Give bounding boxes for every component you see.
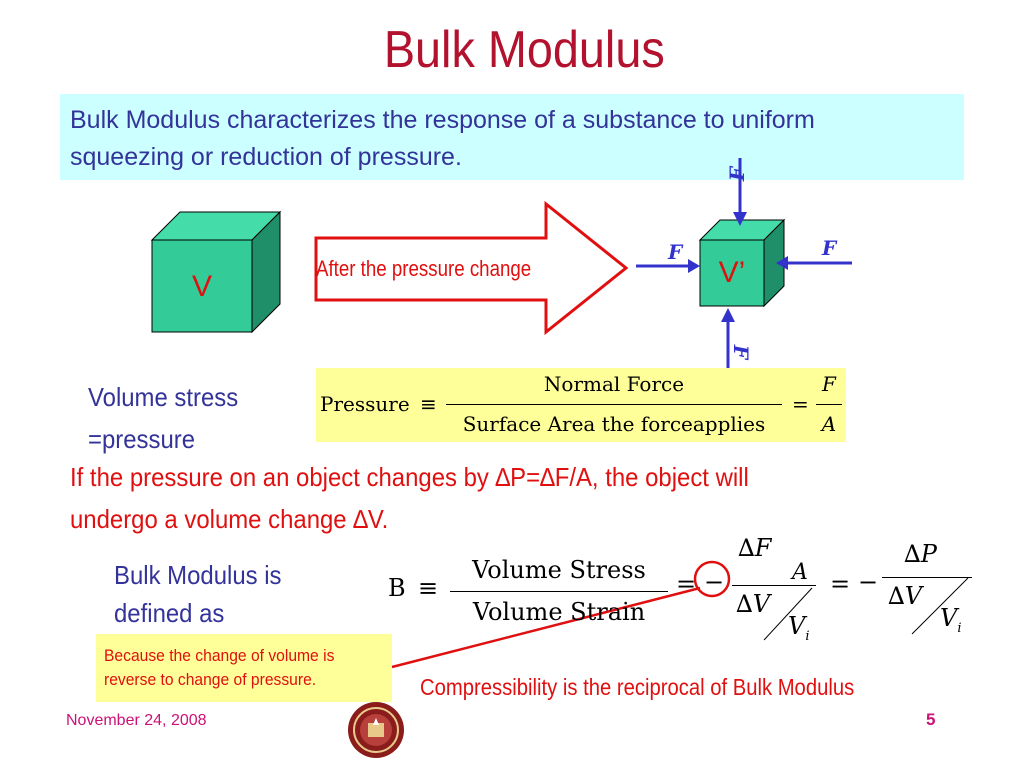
pressure-rhs-den: A (821, 412, 837, 436)
bulk-delta-v-2: ∆V (888, 582, 923, 610)
bulk-vi-2: Vi (940, 604, 962, 636)
intro-box (60, 94, 964, 180)
bulk-label-line2: defined as (114, 598, 225, 628)
pressure-change-line2: undergo a volume change ∆V. (70, 504, 389, 534)
bulk-delta-f: ∆F (738, 534, 772, 562)
pressure-rhs-num: F (822, 372, 836, 396)
force-label-right: F (822, 236, 837, 260)
note-box (96, 634, 392, 702)
volume-stress-label: Volume stress =pressure (88, 376, 238, 460)
intro-text: Bulk Modulus characterizes the response … (70, 106, 815, 171)
bulk-numerator: Volume Stress (472, 556, 646, 584)
bulk-minus-1: − (704, 568, 725, 596)
force-label-top: F (725, 166, 750, 182)
arrow-caption: After the pressure change (316, 256, 532, 281)
cube-before-label: V (191, 270, 212, 303)
pressure-equals: = (792, 392, 809, 416)
compressibility-text: Compressibility is the reciprocal of Bul… (420, 674, 855, 700)
bulk-label-line1: Bulk Modulus is (114, 560, 282, 590)
bulk-frac-bar-3 (882, 577, 972, 578)
bulk-equals-1: = (676, 570, 697, 598)
page-number: 5 (926, 710, 936, 729)
note-pointer-line (391, 586, 701, 669)
bulk-minus-2: − (858, 568, 879, 596)
bulk-equiv: ≡ (418, 574, 439, 602)
pressure-formula-box (316, 368, 846, 442)
pressure-fraction-bar (446, 404, 782, 405)
bulk-delta-p: ∆P (904, 540, 937, 568)
cube-after-label: V’ (718, 256, 746, 289)
volume-stress-line2: =pressure (88, 424, 196, 454)
bulk-frac-bar-2 (732, 585, 816, 586)
pressure-numerator: Normal Force (543, 372, 685, 396)
cube-before (150, 210, 282, 334)
footer-date: November 24, 2008 (66, 712, 207, 729)
bulk-fraction-bar (450, 591, 668, 592)
university-seal-icon (348, 702, 404, 758)
bulk-denominator: Volume Strain (472, 598, 646, 626)
force-label-left: F (668, 240, 683, 264)
bulk-delta-v: ∆V (736, 590, 771, 618)
pressure-change-line1: If the pressure on an object changes by … (70, 462, 749, 492)
volume-stress-line1: Volume stress (88, 382, 239, 412)
bulk-modulus-label: Bulk Modulus is defined as (114, 556, 282, 632)
pressure-equiv: ≡ (420, 392, 437, 416)
note-text: Because the change of volume is reverse … (104, 646, 335, 689)
minus-sign-highlight (693, 560, 731, 598)
pressure-denominator: Surface Area the forceapplies (462, 412, 766, 436)
pressure-change-text: If the pressure on an object changes by … (70, 456, 898, 540)
bulk-vi-1: Vi (788, 612, 810, 644)
bulk-area: A (792, 560, 808, 585)
force-label-bottom: F (729, 344, 754, 360)
slide-title: Bulk Modulus (383, 21, 665, 79)
bulk-equals-2: = (830, 570, 851, 598)
pressure-lhs: Pressure (320, 392, 410, 416)
bulk-lhs: B (388, 574, 406, 602)
pressure-rhs-bar (816, 404, 842, 405)
cube-after (698, 218, 786, 308)
transition-arrow (314, 200, 629, 336)
